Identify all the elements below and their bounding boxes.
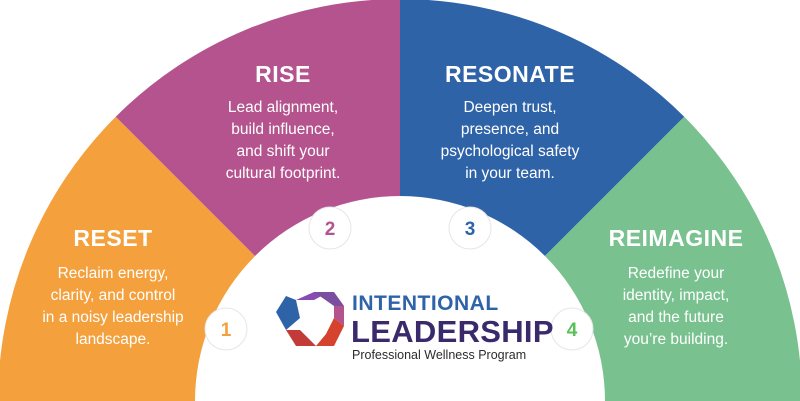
segment-description-line: you’re building. <box>624 331 728 348</box>
segment-title-reset: RESET <box>73 225 152 251</box>
step-badge-circle <box>550 307 594 351</box>
step-number: 3 <box>465 219 476 240</box>
hexagon-logo-icon <box>276 292 344 346</box>
segment-description-line: Reclaim energy, <box>58 265 169 282</box>
segment-description-line: in your team. <box>465 165 555 182</box>
segment-reset <box>0 116 256 401</box>
step-badge-circle <box>308 206 352 250</box>
segment-description-line: and shift your <box>236 143 329 160</box>
step-badge-4: 4 <box>550 307 594 351</box>
segment-title-resonate: RESONATE <box>445 61 575 87</box>
logo-title-line1: INTENTIONAL <box>352 292 499 315</box>
segment-description-line: cultural footprint. <box>226 165 341 182</box>
segment-description-line: and the future <box>628 309 724 326</box>
segment-rise <box>115 0 400 257</box>
segment-description-line: clarity, and control <box>51 287 176 304</box>
logo-title-line2: LEADERSHIP <box>351 314 554 349</box>
step-badge-1: 1 <box>204 307 248 351</box>
intentional-leadership-logo: INTENTIONAL LEADERSHIP Professional Well… <box>276 292 554 362</box>
segment-description-line: landscape. <box>76 331 151 348</box>
segment-resonate <box>400 0 685 257</box>
logo-subtitle: Professional Wellness Program <box>352 348 526 362</box>
segment-description-line: Redefine your <box>628 265 725 282</box>
step-number: 2 <box>325 219 336 240</box>
segment-description-line: presence, and <box>461 121 559 138</box>
segment-reimagine <box>544 116 800 401</box>
segment-description-line: in a noisy leadership <box>42 309 183 326</box>
step-badge-3: 3 <box>448 206 492 250</box>
step-badge-2: 2 <box>308 206 352 250</box>
segment-description-line: Lead alignment, <box>228 99 338 116</box>
segment-description-line: build influence, <box>231 121 334 138</box>
segment-description-line: identity, impact, <box>623 287 730 304</box>
segment-title-reimagine: REIMAGINE <box>609 225 744 251</box>
step-badge-circle <box>204 307 248 351</box>
step-number: 4 <box>567 320 578 341</box>
segment-description-line: Deepen trust, <box>463 99 556 116</box>
segment-description-line: psychological safety <box>441 143 580 160</box>
step-badge-circle <box>448 206 492 250</box>
step-number: 1 <box>221 320 232 341</box>
segment-title-rise: RISE <box>255 61 311 87</box>
